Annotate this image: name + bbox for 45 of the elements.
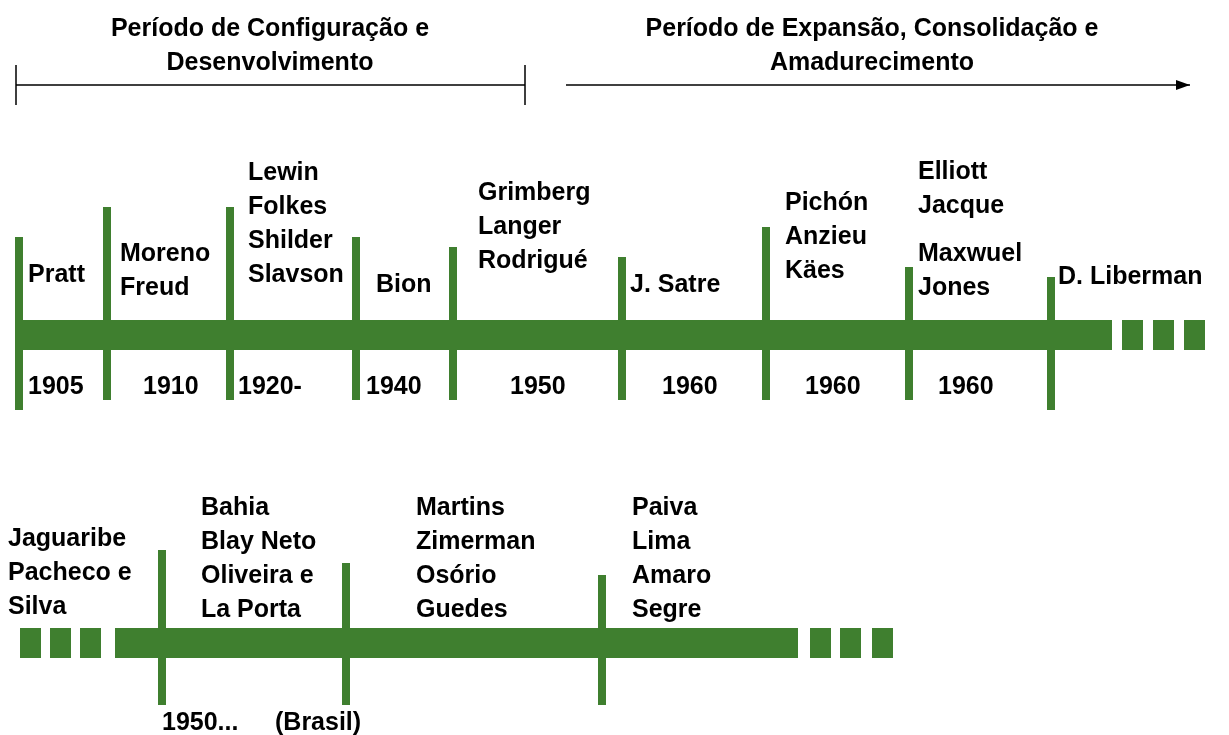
name-label: D. Liberman xyxy=(1058,260,1203,291)
name-label: Moreno xyxy=(120,237,211,268)
name-label: Bahia xyxy=(201,491,270,522)
year-label: 1950... xyxy=(162,706,239,735)
name-label: Maxwuel xyxy=(918,237,1023,268)
year-label: 1960 xyxy=(805,370,861,401)
name-label: Guedes xyxy=(416,593,508,624)
name-label: Oliveira e La Porta xyxy=(201,559,315,624)
name-label: Folkes xyxy=(248,190,328,221)
name-label: Bion xyxy=(376,268,432,299)
year-label: 1950 xyxy=(510,370,566,401)
year-label: 1920- xyxy=(238,370,302,401)
year-label: 1960 xyxy=(938,370,994,401)
name-label: Lewin xyxy=(248,156,319,187)
name-label: Elliott xyxy=(918,155,988,186)
name-label: Amaro xyxy=(632,559,712,590)
name-label: Zimerman xyxy=(416,525,536,556)
name-label: Lima xyxy=(632,525,691,556)
period-heading: Período de Expansão, Consolidação e Amadurecimento xyxy=(644,12,1100,77)
period-heading: Período de Configuração e Desenvolvimento xyxy=(109,12,431,77)
name-label: Osório xyxy=(416,559,497,590)
name-label: Pichón xyxy=(785,186,869,217)
name-label: Anzieu xyxy=(785,220,867,251)
name-label: Jaguaribe xyxy=(8,522,127,553)
name-label: Jones xyxy=(918,271,991,302)
name-label: Pratt xyxy=(28,258,85,289)
name-label: Langer xyxy=(478,210,562,241)
year-label: 1960 xyxy=(662,370,718,401)
name-label: Martins xyxy=(416,491,505,522)
name-label: Slavson xyxy=(248,258,344,289)
year-label: 1910 xyxy=(143,370,199,401)
year-label: (Brasil) xyxy=(275,706,362,735)
name-label: Rodrigué xyxy=(478,244,588,275)
name-label: Jacque xyxy=(918,189,1005,220)
name-label: Blay Neto xyxy=(201,525,317,556)
name-label: Grimberg xyxy=(478,176,591,207)
name-label: Käes xyxy=(785,254,845,285)
year-label: 1905 xyxy=(28,370,84,401)
name-label: J. Satre xyxy=(630,268,721,299)
name-label: Shilder xyxy=(248,224,333,255)
name-label: Pacheco e Silva xyxy=(8,556,133,621)
name-label: Segre xyxy=(632,593,702,624)
name-label: Freud xyxy=(120,271,190,302)
name-label: Paiva xyxy=(632,491,698,522)
year-label: 1940 xyxy=(366,370,422,401)
